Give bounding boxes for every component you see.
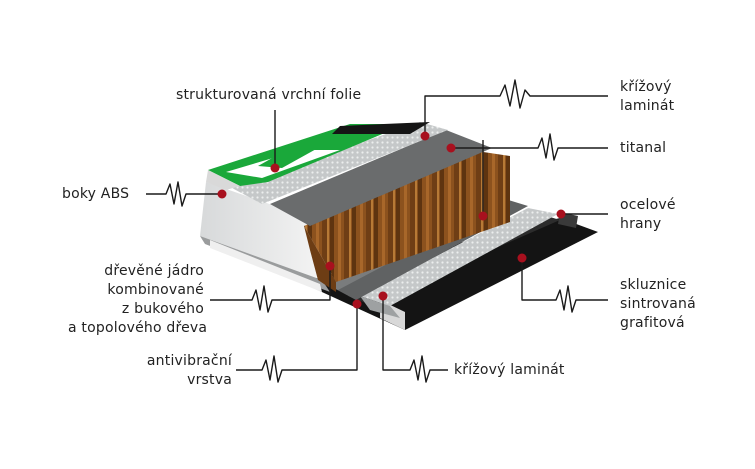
label-line: laminát	[620, 98, 675, 114]
wood-core	[304, 150, 510, 292]
label-wood-core: dřevěné jádro kombinované z bukového a t…	[68, 262, 208, 338]
marker-antivibration	[352, 299, 362, 309]
label-line: sintrovaná	[620, 296, 696, 312]
label-antivibration: antivibrační vrstva	[130, 352, 232, 390]
label-line: skluznice	[620, 277, 687, 293]
label-top-film: strukturovaná vrchní folie	[176, 87, 362, 103]
leader-lines	[146, 79, 608, 383]
marker-laminate-bottom	[378, 291, 388, 301]
marker-wood-top	[478, 211, 488, 221]
label-line: antivibrační	[146, 353, 232, 369]
abs-sidewall	[200, 182, 330, 292]
lower-laminate	[360, 208, 558, 318]
label-line: a topolového dřeva	[68, 320, 208, 336]
label-laminate-bottom: křížový laminát	[454, 362, 565, 378]
topsheet	[206, 122, 430, 190]
label-line: ocelové	[620, 197, 676, 213]
marker-wood	[325, 261, 335, 271]
label-line: křížový	[620, 79, 672, 95]
label-line: vrstva	[187, 372, 232, 388]
label-line: hrany	[620, 216, 662, 232]
label-titanal: titanal	[620, 140, 667, 156]
marker-base	[517, 253, 527, 263]
markers	[217, 131, 566, 309]
label-line: grafitová	[620, 315, 685, 331]
top-titanal	[270, 130, 492, 226]
label-line: kombinované	[107, 282, 204, 298]
label-laminate-top: křížový laminát	[620, 78, 674, 116]
marker-edge	[556, 209, 566, 219]
label-base: skluznice sintrovaná grafitová	[620, 276, 696, 333]
upper-laminate	[232, 122, 448, 204]
marker-top-film	[270, 163, 280, 173]
marker-laminate-top	[420, 131, 430, 141]
label-abs: boky ABS	[62, 186, 130, 202]
label-line: z bukového	[121, 301, 204, 317]
label-line: dřevěné jádro	[104, 263, 204, 279]
marker-abs	[217, 189, 227, 199]
marker-titanal	[446, 143, 456, 153]
label-steel-edges: ocelové hrany	[620, 196, 676, 234]
